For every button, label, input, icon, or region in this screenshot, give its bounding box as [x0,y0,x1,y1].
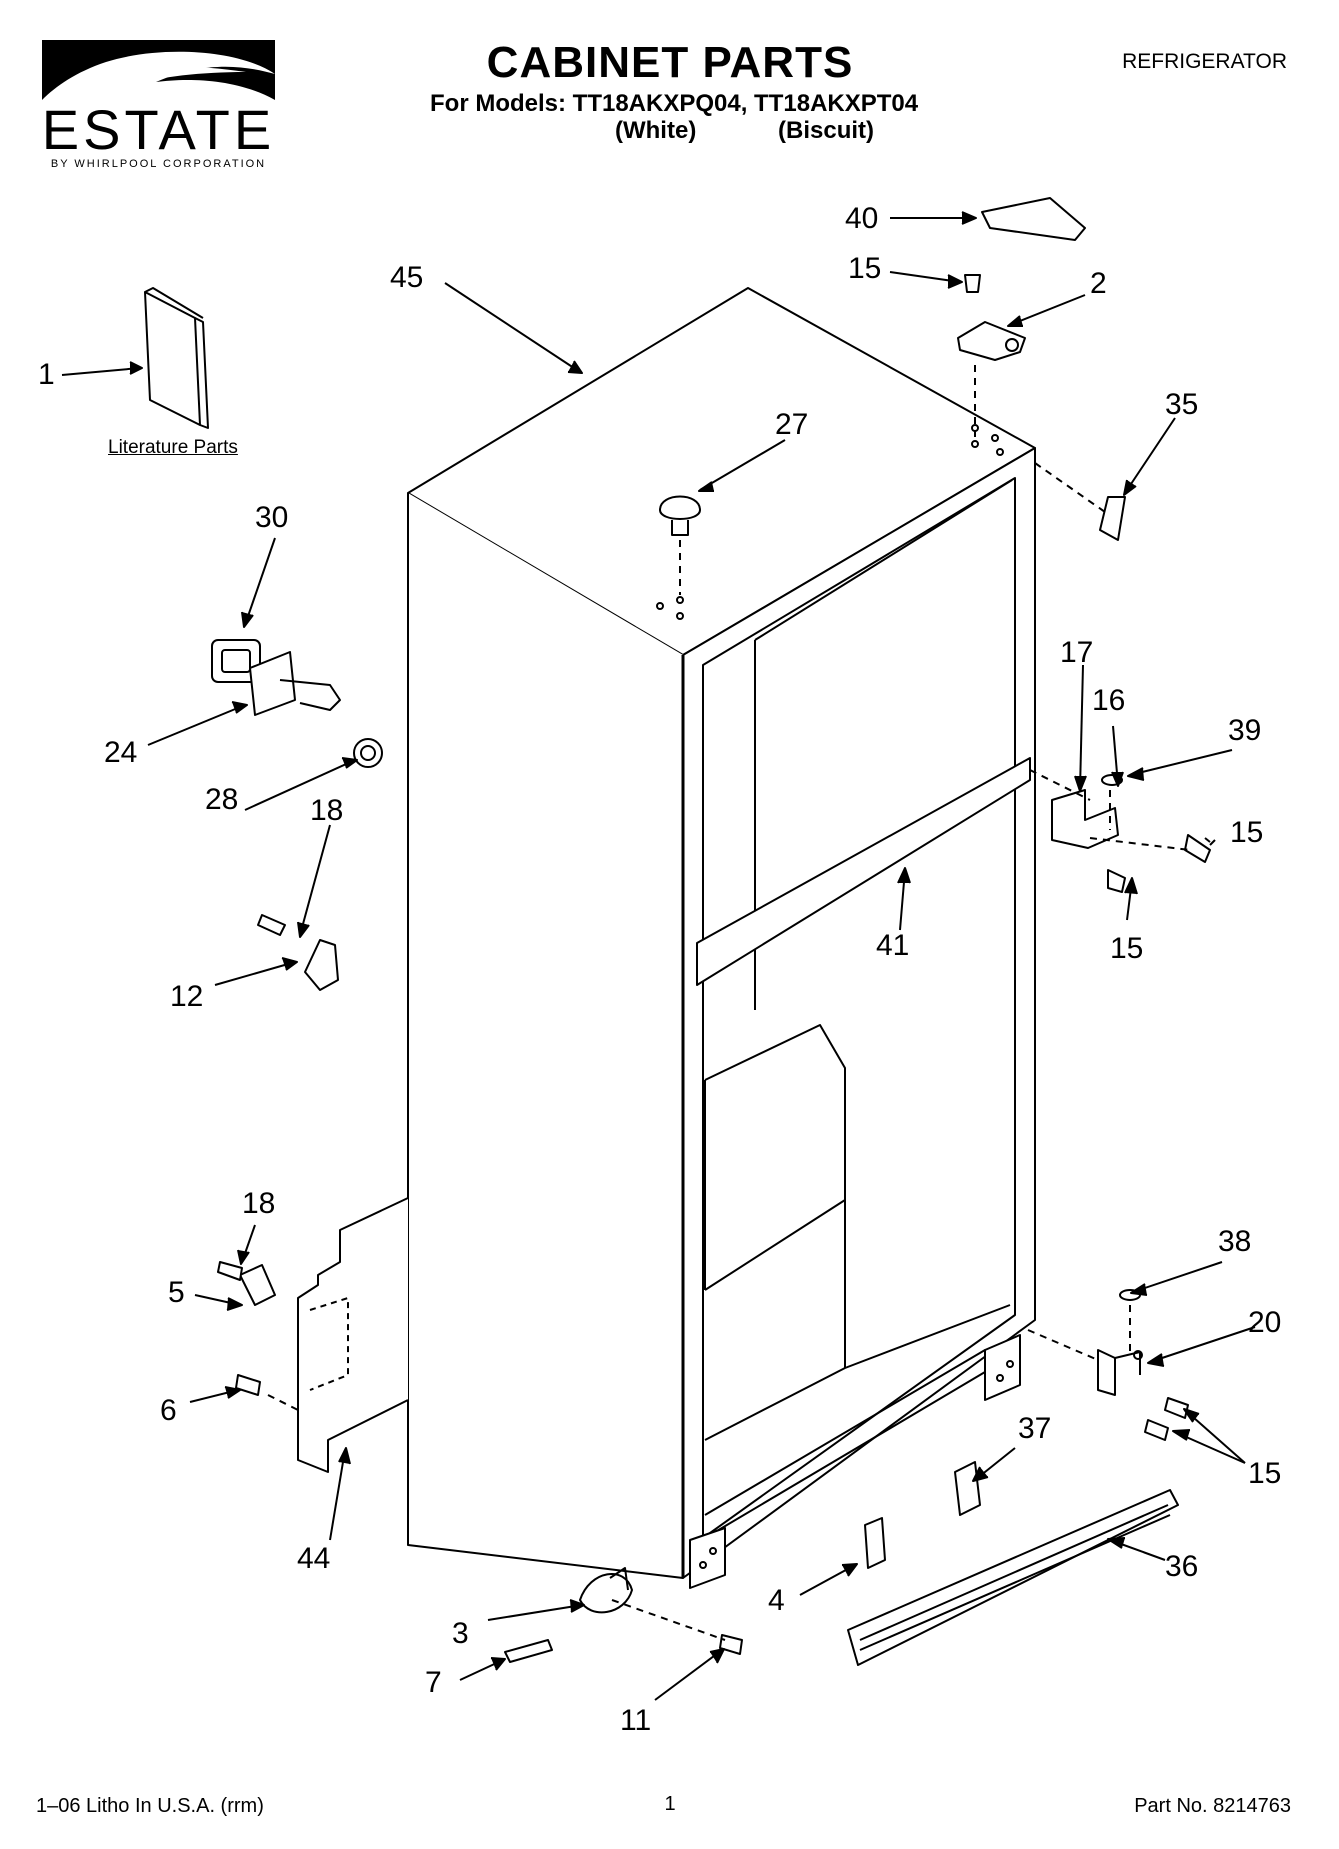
gasket-icon [211,639,261,683]
callout-6: 6 [160,1394,177,1427]
washer-icon [353,738,383,768]
callout-15-top: 15 [848,252,881,285]
center-hinge-icon [1051,789,1119,849]
footer-part-number: Part No. 8214763 [1134,1795,1291,1817]
callout-30: 30 [255,501,288,534]
callout-24: 24 [104,736,137,769]
screw-icon [1144,1419,1169,1441]
callout-7: 7 [425,1666,442,1699]
callout-5: 5 [168,1276,185,1309]
callout-16: 16 [1092,684,1125,717]
callout-15-bottom: 15 [1248,1457,1281,1490]
callout-38: 38 [1218,1225,1251,1258]
screw-icon [1107,869,1126,893]
screw-icon [257,914,286,936]
callout-28: 28 [205,783,238,816]
callout-39: 39 [1228,714,1261,747]
callout-40: 40 [845,202,878,235]
screw-icon [964,274,981,293]
literature-parts-label: Literature Parts [108,437,238,458]
callout-12: 12 [170,980,203,1013]
callout-4: 4 [768,1584,785,1617]
callout-11: 11 [620,1704,651,1737]
callout-17: 17 [1060,636,1093,669]
hinge-cap-icon [1099,496,1126,541]
screw-icon [1184,834,1211,863]
footer-page-number: 1 [664,1793,676,1815]
grille-clip-icon [864,1517,886,1569]
callout-44: 44 [297,1542,330,1575]
bottom-hinge-icon [1097,1349,1143,1396]
handle-plug-icon [659,495,701,536]
callout-45: 45 [390,261,423,294]
models-line: For Models: TT18AKXPQ04, TT18AKXPT04 [430,90,919,117]
callout-41: 41 [876,929,909,962]
screw-icon [1164,1397,1189,1419]
top-hinge-cover-icon [981,197,1086,241]
grille-clip-icon [954,1461,981,1516]
callout-2: 2 [1090,267,1107,300]
callout-15-center: 15 [1230,816,1263,849]
screw-icon [217,1261,243,1281]
clip-icon [304,939,339,991]
footer-print-info: 1–06 Litho In U.S.A. (rrm) [36,1795,264,1817]
screw-icon [719,1634,743,1655]
callout-18-lower: 18 [242,1187,275,1220]
variant-white: (White) [615,117,697,144]
leveling-leg-icon [579,1567,633,1614]
door-stop-icon [249,651,341,716]
callout-37: 37 [1018,1412,1051,1445]
callout-36: 36 [1165,1550,1198,1583]
page-title: CABINET PARTS [486,38,854,87]
category-label: REFRIGERATOR [1122,50,1287,73]
estate-logo-icon [42,40,275,100]
top-hinge-icon [957,321,1026,361]
toe-grille-icon [847,1489,1179,1666]
callout-27: 27 [775,408,808,441]
brand-wordmark: ESTATE [41,98,276,161]
literature-booklet-icon [144,287,209,429]
callout-1: 1 [38,358,55,391]
clip-icon [239,1264,276,1306]
callout-20: 20 [1248,1306,1281,1339]
callout-3: 3 [452,1617,469,1650]
screw-icon [235,1374,261,1396]
brand-subtitle: BY WHIRLPOOL CORPORATION [50,158,267,170]
callout-15-lower: 15 [1110,932,1143,965]
cabinet-body [407,287,1036,1589]
callout-18-upper: 18 [310,794,343,827]
variant-biscuit: (Biscuit) [778,117,874,144]
callout-35: 35 [1165,388,1198,421]
bolt-icon [504,1639,553,1663]
